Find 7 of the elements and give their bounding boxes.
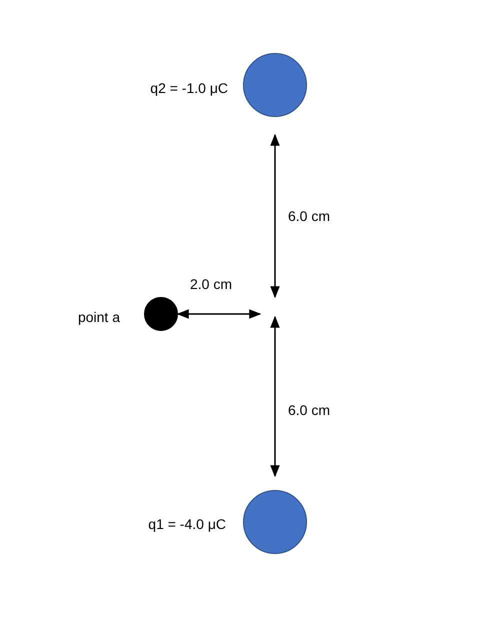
dimension-label: 6.0 cm bbox=[288, 208, 330, 224]
point-label: point a bbox=[78, 309, 120, 325]
charge-label: q1 = -4.0 μC bbox=[148, 516, 226, 532]
dimension-label: 6.0 cm bbox=[288, 402, 330, 418]
dimension-label: 2.0 cm bbox=[190, 276, 232, 292]
point-marker bbox=[144, 297, 178, 331]
charge-label: q2 = -1.0 μC bbox=[150, 80, 228, 96]
